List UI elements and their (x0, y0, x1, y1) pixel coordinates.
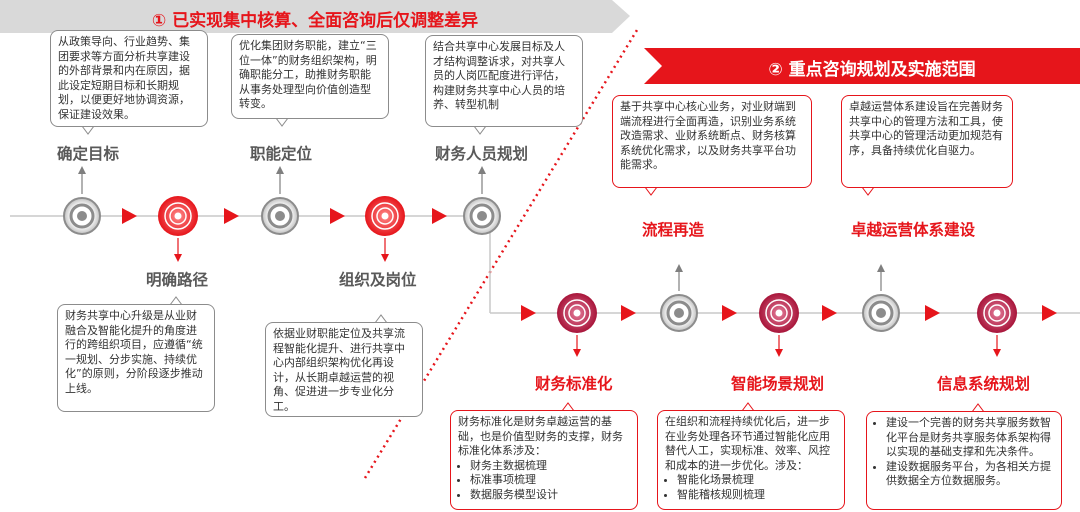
phase1-pointers (78, 166, 486, 194)
callout-smart-scene: 在组织和流程持续优化后，进一步在业务处理各环节通过智能化应用替代人工，实现标准、… (657, 410, 845, 510)
phase2-banner: ② 重点咨询规划及实施范围 (644, 48, 1080, 84)
list-item: 建设数据服务平台，为各相关方提供数据全方位数据服务。 (886, 460, 1054, 489)
phase2-pointers-red (573, 335, 1001, 357)
phase1-arrows (122, 208, 447, 224)
callout-finance-standard-intro: 财务标准化是财务卓越运营的基础，也是价值型财务的支撑，财务标准化体系涉及： (458, 415, 623, 457)
callout-staff-plan-text: 结合共享中心发展目标及人才结构调整诉求，对共享人员的人岗匹配度进行评估，构建财务… (433, 40, 565, 111)
callout-excellence-ops-text: 卓越运营体系建设旨在完善财务共享中心的管理方法和工具，使共享中心的管理活动更加规… (849, 100, 1003, 157)
smart-scene-list: 智能化场景梳理 智能稽核规则梳理 (665, 473, 837, 502)
node-excellence-ops (862, 294, 900, 332)
label-clarify-path: 明确路径 (146, 271, 209, 289)
label-function-position: 职能定位 (250, 145, 313, 163)
callout-process-reengineering: 基于共享中心核心业务，对业财端到端流程进行全面再造，识别业务系统改造需求、业财系… (612, 95, 812, 188)
node-function-position (261, 197, 299, 235)
callout-function-position: 优化集团财务职能，建立“三位一体”的财务组织架构，明确职能分工，助推财务职能从事… (231, 34, 389, 119)
node-determine-goal (63, 197, 101, 235)
label-finance-standard: 财务标准化 (535, 375, 613, 393)
callout-excellence-ops: 卓越运营体系建设旨在完善财务共享中心的管理方法和工具，使共享中心的管理活动更加规… (841, 95, 1013, 188)
callout-staff-plan: 结合共享中心发展目标及人才结构调整诉求，对共享人员的人岗匹配度进行评估，构建财务… (425, 35, 583, 127)
callout-finance-standard: 财务标准化是财务卓越运营的基础，也是价值型财务的支撑，财务标准化体系涉及： 财务… (450, 410, 638, 510)
callout-process-reengineering-text: 基于共享中心核心业务，对业财端到端流程进行全面再造，识别业务系统改造需求、业财系… (620, 100, 796, 171)
list-item: 财务主数据梳理 (470, 459, 630, 474)
node-info-system (977, 293, 1017, 333)
label-smart-scene: 智能场景规划 (731, 375, 825, 393)
phase1-pointers-red (174, 238, 389, 262)
info-system-list: 建设一个完善的财务共享服务数智化平台是财务共享服务体系架构得以实现的基础支撑和先… (874, 416, 1054, 489)
callout-smart-scene-intro: 在组织和流程持续优化后，进一步在业务处理各环节通过智能化应用替代人工，实现标准、… (665, 415, 830, 472)
list-item: 智能化场景梳理 (677, 473, 837, 488)
node-clarify-path (158, 196, 198, 236)
phase2-arrows (521, 305, 1057, 321)
node-process-reengineering (660, 294, 698, 332)
phase1-banner: ① 已实现集中核算、全面咨询后仅调整差异 (0, 0, 630, 33)
phase2-banner-title: ② 重点咨询规划及实施范围 (768, 60, 976, 80)
label-org-post: 组织及岗位 (339, 271, 417, 289)
callout-clarify-path-text: 财务共享中心升级是从业财融合及智能化提升的角度进行的跨组织项目，应遵循“统 一规… (65, 309, 203, 395)
node-smart-scene (759, 293, 799, 333)
list-item: 标准事项梳理 (470, 473, 630, 488)
phase1-banner-title: ① 已实现集中核算、全面咨询后仅调整差异 (151, 11, 479, 31)
label-determine-goal: 确定目标 (57, 145, 120, 163)
callout-info-system: 建设一个完善的财务共享服务数智化平台是财务共享服务体系架构得以实现的基础支撑和先… (866, 411, 1062, 510)
callout-determine-goal-text: 从政策导向、行业趋势、集团要求等方面分析共享建设的外部背景和内在原因，据此设定短… (58, 35, 190, 121)
label-info-system: 信息系统规划 (937, 375, 1031, 393)
label-process-reengineering: 流程再造 (642, 221, 705, 239)
finance-standard-list: 财务主数据梳理 标准事项梳理 数据服务模型设计 (458, 459, 630, 503)
list-item: 建设一个完善的财务共享服务数智化平台是财务共享服务体系架构得以实现的基础支撑和先… (886, 416, 1054, 460)
phase2-pointers (675, 264, 885, 291)
callout-org-post-text: 依据业财职能定位及共享流程智能化提升、进行共享中心内部组织架构优化再设计，从长期… (273, 327, 405, 413)
callout-function-position-text: 优化集团财务职能，建立“三位一体”的财务组织架构，明确职能分工，助推财务职能从事… (239, 39, 377, 110)
node-staff-plan (463, 197, 501, 235)
list-item: 智能稽核规则梳理 (677, 488, 837, 503)
callout-org-post: 依据业财职能定位及共享流程智能化提升、进行共享中心内部组织架构优化再设计，从长期… (265, 322, 423, 417)
label-excellence-ops: 卓越运营体系建设 (851, 221, 976, 239)
callout-determine-goal: 从政策导向、行业趋势、集团要求等方面分析共享建设的外部背景和内在原因，据此设定短… (50, 30, 208, 127)
node-org-post (365, 196, 405, 236)
callout-clarify-path: 财务共享中心升级是从业财融合及智能化提升的角度进行的跨组织项目，应遵循“统 一规… (57, 304, 215, 412)
label-staff-plan: 财务人员规划 (435, 145, 529, 163)
node-finance-standard (557, 293, 597, 333)
list-item: 数据服务模型设计 (470, 488, 630, 503)
